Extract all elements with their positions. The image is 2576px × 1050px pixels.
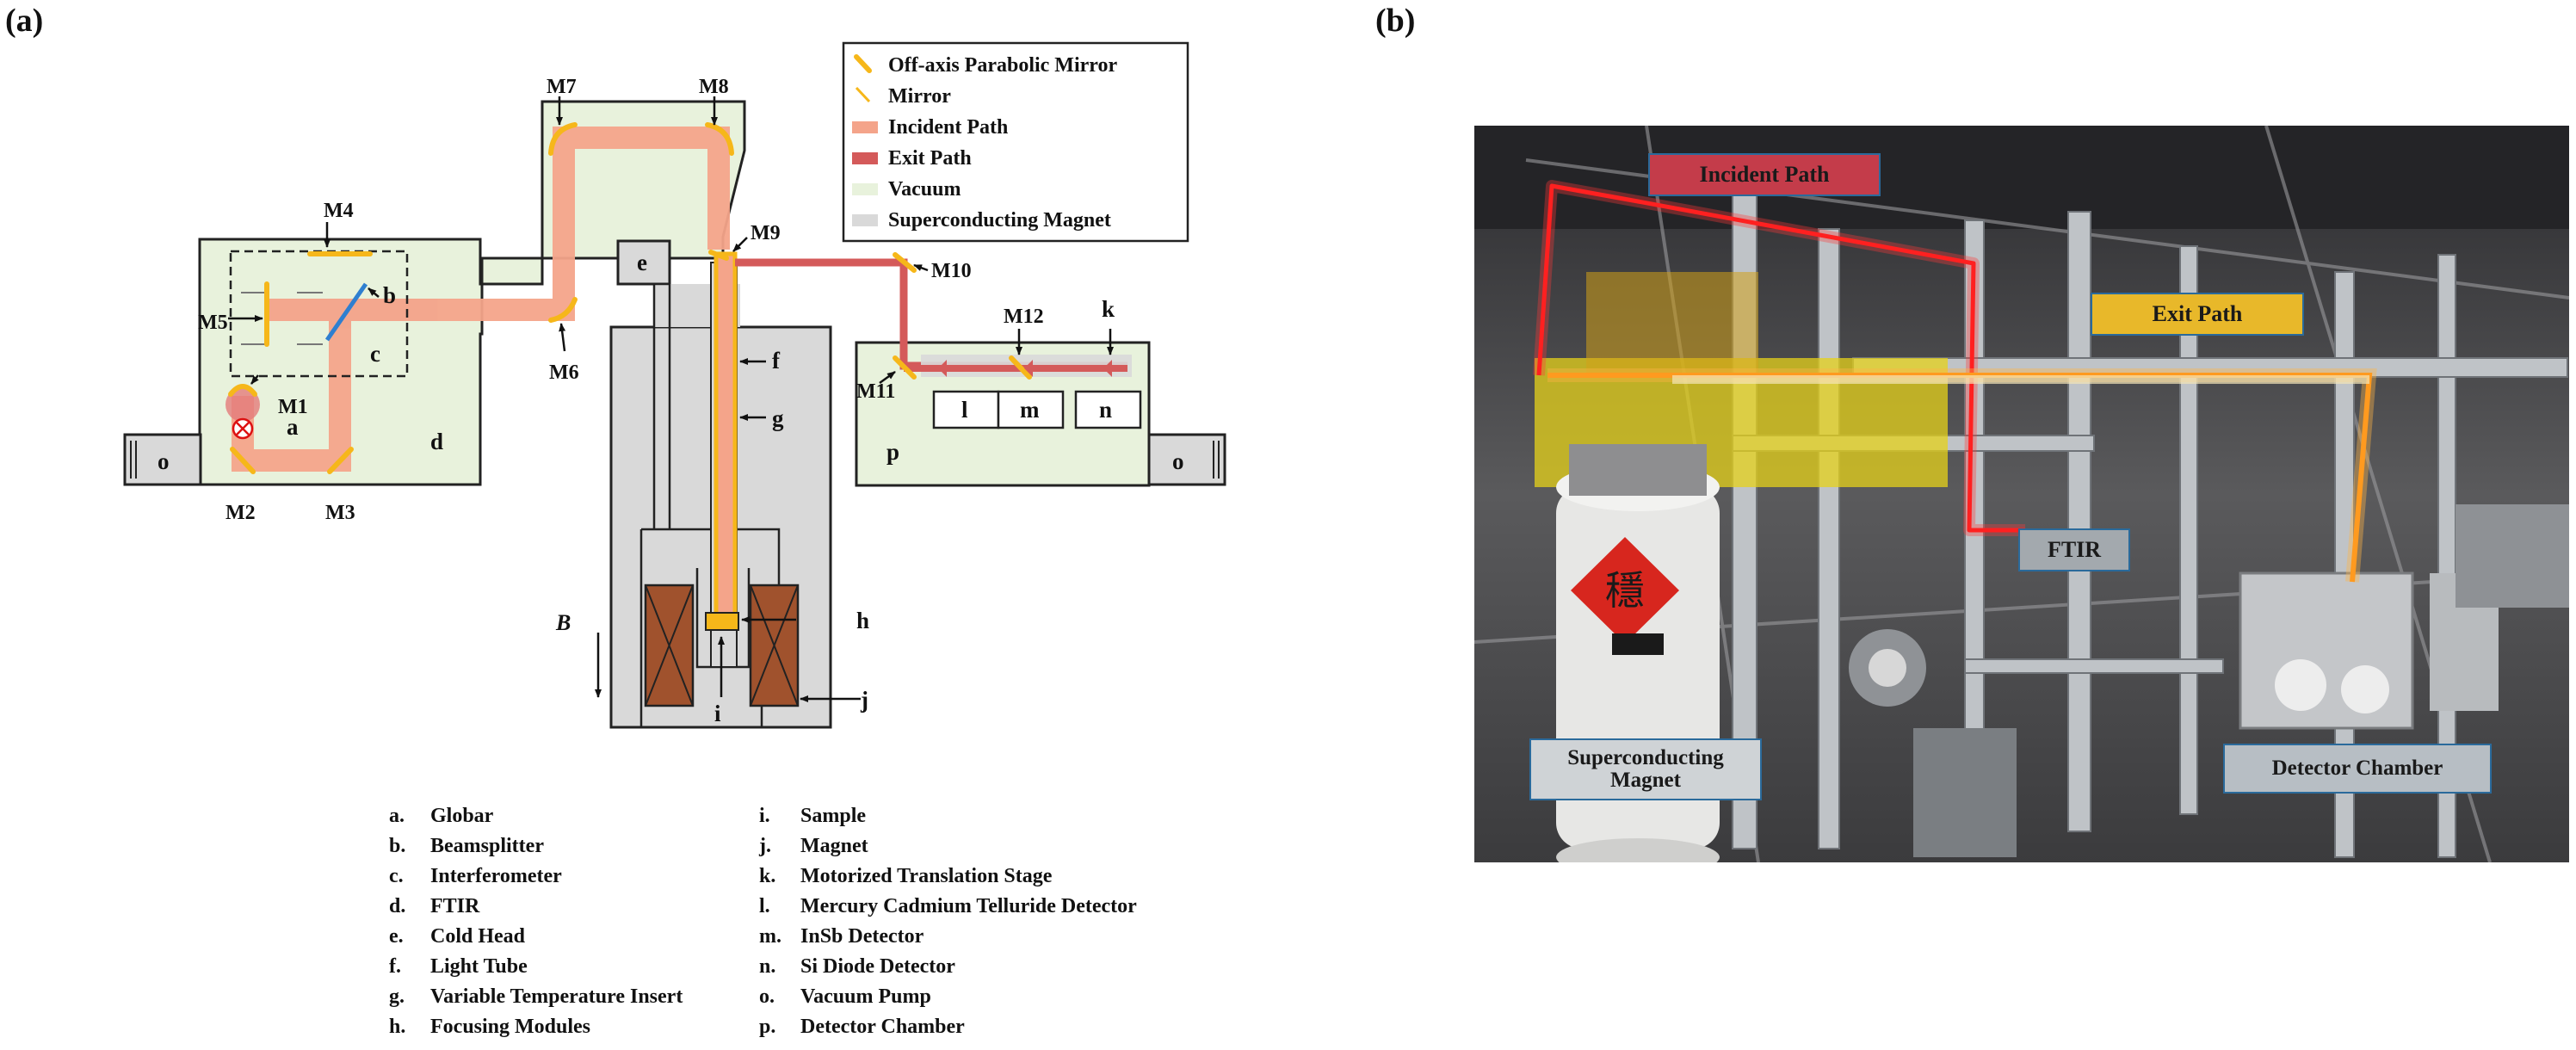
exit-path-beam: [1547, 368, 2377, 583]
key-item-n: n.Si Diode Detector: [759, 955, 955, 978]
label-m11: M11: [856, 380, 895, 403]
legend-label-mirror: Mirror: [888, 85, 951, 108]
label-j: j: [860, 687, 868, 713]
key-item-d: d.FTIR: [389, 895, 480, 917]
label-m12: M12: [1004, 306, 1044, 328]
panel-label-a: (a): [5, 3, 44, 39]
label-m6: M6: [549, 361, 579, 384]
key-item-h: h.Focusing Modules: [389, 1016, 591, 1038]
photo-label-ftir: FTIR: [2018, 528, 2130, 571]
key-item-k: k.Motorized Translation Stage: [759, 865, 1053, 887]
photo-label-detector-chamber: Detector Chamber: [2223, 744, 2492, 794]
label-g: g: [772, 405, 784, 431]
cold-head: [616, 239, 671, 286]
photo-label-superconducting-magnet: Superconducting Magnet: [1529, 738, 1762, 800]
detector-markers: [938, 360, 1112, 377]
key-item-c: c.Interferometer: [389, 865, 562, 887]
label-d: d: [430, 429, 443, 454]
panel-label-b: (b): [1375, 3, 1416, 39]
key-item-j: j.Magnet: [759, 835, 868, 857]
schematic-diagram: Off-axis Parabolic Mirror Mirror Inciden…: [123, 41, 1226, 729]
vacuum-pump-right: [1147, 433, 1226, 486]
legend-label-off-axis-parabolic-mirror: Off-axis Parabolic Mirror: [888, 54, 1117, 77]
legend-swatches: [852, 54, 878, 226]
label-o-right: o: [1172, 448, 1184, 474]
label-l: l: [961, 397, 968, 423]
label-p: p: [886, 439, 899, 465]
sign-glyph: 穩: [1605, 569, 1645, 613]
label-h: h: [856, 608, 869, 633]
label-m7: M7: [547, 76, 577, 98]
key-item-i: i.Sample: [759, 805, 867, 827]
detector-m: [997, 390, 1065, 429]
label-e: e: [637, 250, 647, 275]
label-m2: M2: [225, 502, 256, 524]
key-item-l: l.Mercury Cadmium Telluride Detector: [759, 895, 1137, 917]
beamsplitter: [324, 282, 368, 342]
key-item-o: o.Vacuum Pump: [759, 985, 931, 1008]
photo-label-incident-path: Incident Path: [1648, 153, 1881, 196]
field-label-b: B: [555, 610, 571, 635]
label-m5: M5: [198, 312, 228, 334]
legend-label-superconducting-magnet: Superconducting Magnet: [888, 209, 1111, 232]
label-m9: M9: [751, 222, 781, 244]
label-m8: M8: [699, 76, 729, 98]
detector-chamber-shape: [2239, 571, 2499, 730]
globar-glow: [225, 387, 260, 422]
key-item-a: a.Globar: [389, 805, 494, 827]
label-n: n: [1099, 397, 1112, 423]
label-k: k: [1102, 296, 1115, 322]
light-tube: [713, 251, 738, 627]
incident-path-beam: [1533, 180, 2025, 536]
key-item-p: p.Detector Chamber: [759, 1016, 965, 1038]
legend-label-exit-path: Exit Path: [888, 147, 972, 170]
photo-label-exit-path: Exit Path: [2091, 293, 2304, 336]
label-o-left: o: [158, 448, 170, 474]
label-c: c: [370, 341, 380, 367]
detector-l: [932, 390, 1000, 429]
legend-label-vacuum: Vacuum: [888, 178, 961, 201]
key-item-f: f.Light Tube: [389, 955, 528, 978]
photo-illustration: 穩: [1474, 126, 2569, 862]
label-m1: M1: [278, 396, 308, 418]
label-m4: M4: [324, 200, 354, 222]
key-item-e: e.Cold Head: [389, 925, 526, 948]
incident-path: [232, 127, 730, 472]
label-b: b: [383, 282, 396, 308]
label-m10: M10: [931, 260, 972, 282]
detector-n: [1074, 390, 1142, 429]
red-sign: 穩: [1571, 537, 1679, 644]
key-item-g: g.Variable Temperature Insert: [389, 985, 683, 1008]
label-m: m: [1020, 397, 1040, 423]
vacuum-pump-left: [123, 433, 202, 486]
label-m3: M3: [325, 502, 355, 524]
mirrors: [228, 122, 1032, 474]
label-a: a: [287, 414, 299, 440]
legend-label-incident-path: Incident Path: [888, 116, 1008, 139]
focusing-module: [705, 612, 739, 631]
key-item-m: m.InSb Detector: [759, 925, 924, 948]
label-i: i: [714, 701, 721, 726]
label-f: f: [772, 348, 781, 374]
legend-box: [842, 41, 1189, 243]
key-item-b: b.Beamsplitter: [389, 835, 544, 857]
lab-photo: 穩 Incident Path Exit Path FTIR Supercond…: [1474, 126, 2569, 862]
component-key: a.Globar i.Sample b.Beamsplitter j.Magne…: [389, 805, 1146, 1039]
